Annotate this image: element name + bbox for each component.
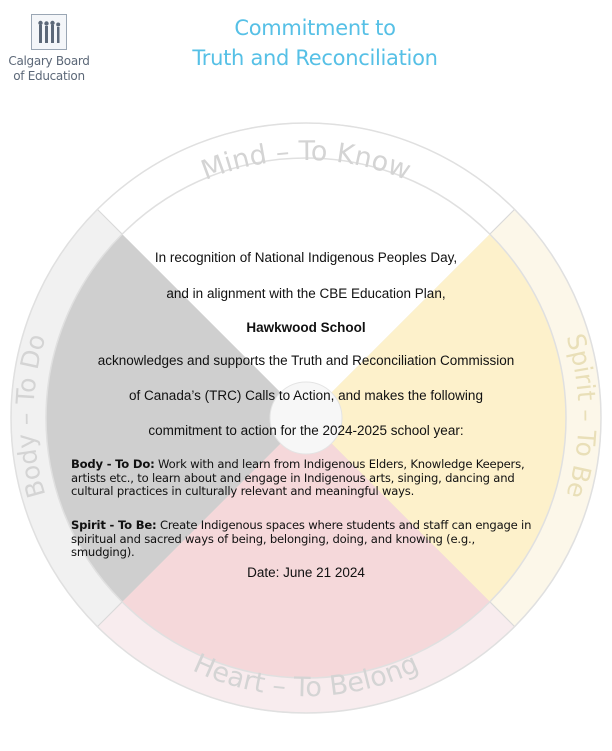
commitment-body: Body - To Do: Work with and learn from I… [71, 457, 541, 499]
cbe-logo-icon [31, 14, 67, 50]
statement-line-4: of Canada’s (TRC) Calls to Action, and m… [129, 388, 483, 403]
quadrant-mind [122, 158, 490, 418]
statement-line-3: acknowledges and supports the Truth and … [97, 353, 515, 368]
page-title-line2: Truth and Reconciliation [192, 46, 438, 70]
statement-line-5: commitment to action for the 2024-2025 s… [148, 423, 464, 438]
commitment-spirit-text: Create Indigenous spaces where students … [71, 518, 532, 559]
commitment-body-heading: Body - To Do: [71, 457, 155, 471]
statement-line-1: In recognition of National Indigenous Pe… [154, 250, 458, 265]
commitment-spirit-heading: Spirit - To Be: [71, 518, 157, 532]
quadrant-heart [122, 418, 490, 678]
commitment-body-text: Work with and learn from Indigenous Elde… [71, 457, 525, 498]
quadrant-body [46, 234, 307, 602]
statement-line-2: and in alignment with the CBE Education … [166, 286, 446, 301]
cbe-logo-line2: of Education [13, 69, 85, 83]
commitment-spirit: Spirit - To Be: Create Indigenous spaces… [71, 518, 541, 560]
school-name: Hawkwood School [246, 320, 366, 335]
commitment-date: Date: June 21 2024 [247, 565, 365, 580]
wheel-center [269, 381, 343, 455]
cbe-logo-line1: Calgary Board [8, 54, 90, 68]
page-title-line1: Commitment to [234, 16, 396, 40]
quadrant-spirit [306, 234, 566, 602]
cbe-logo: Calgary Board of Education [8, 14, 90, 84]
